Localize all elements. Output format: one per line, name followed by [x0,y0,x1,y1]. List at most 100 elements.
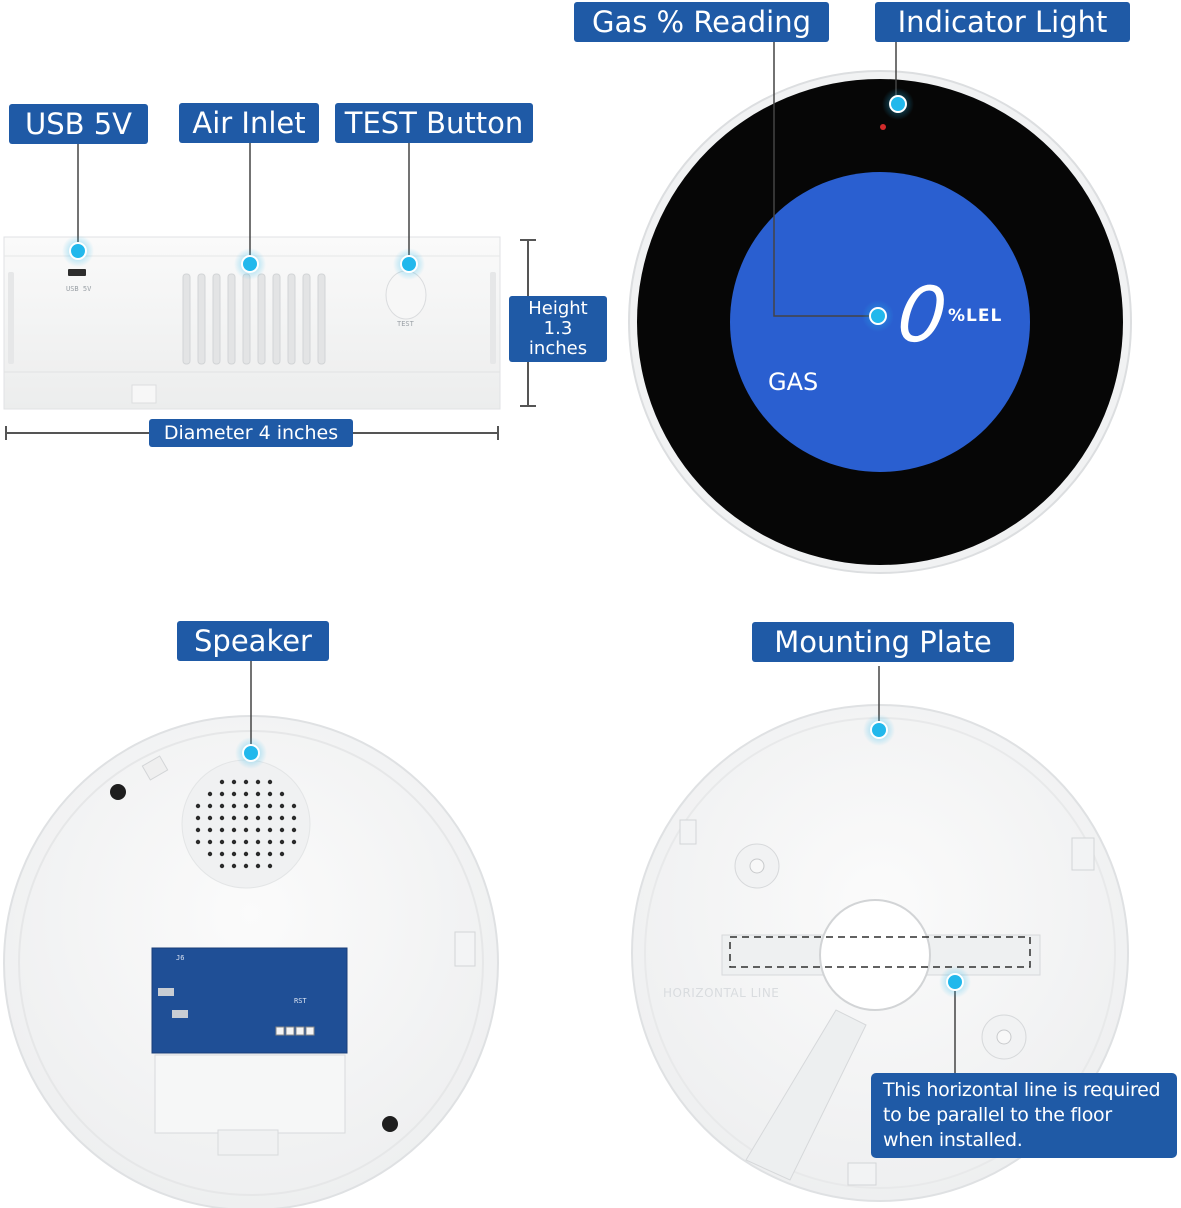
label-gas-reading: Gas % Reading [574,2,829,42]
speaker-hole [291,839,297,845]
speaker-holes [195,779,297,869]
speaker-hole [243,803,249,809]
mounting-plate-marker [870,721,888,739]
diameter-dimension-label: Diameter 4 inches [149,419,353,447]
label-usb-5v: USB 5V [9,104,148,144]
speaker-grille [181,759,311,889]
speaker-hole [207,803,213,809]
speaker-hole [207,791,213,797]
speaker-hole [231,839,237,845]
speaker-hole [243,863,249,869]
speaker-hole [219,815,225,821]
speaker-hole [231,863,237,869]
height-label-line2: 1.3 inches [528,318,588,359]
usb-marker [69,242,87,260]
label-speaker: Speaker [177,621,329,661]
air-inlet-marker [241,255,259,273]
air-inlet-vents [182,273,326,365]
speaker-hole [243,839,249,845]
label-test-button: TEST Button [335,103,533,143]
lcd-digit: 0 [893,270,952,359]
speaker-hole [219,779,225,785]
speaker-hole [279,851,285,857]
speaker-hole [279,803,285,809]
speaker-hole [267,851,273,857]
speaker-marker [242,744,260,762]
speaker-hole [243,815,249,821]
test-button-marker [400,255,418,273]
speaker-hole [207,839,213,845]
speaker-hole [267,839,273,845]
speaker-hole [279,839,285,845]
lcd-gas-label: GAS [768,368,819,396]
label-mounting-plate: Mounting Plate [752,622,1014,662]
speaker-hole [243,779,249,785]
speaker-hole [219,827,225,833]
speaker-hole [195,827,201,833]
speaker-hole [195,815,201,821]
speaker-hole [255,803,261,809]
speaker-hole [279,815,285,821]
horizontal-line-indicator [729,936,1031,968]
note-line-1: This horizontal line is required [883,1079,1161,1101]
speaker-hole [243,827,249,833]
speaker-hole [291,803,297,809]
speaker-hole [255,839,261,845]
speaker-hole [279,791,285,797]
speaker-hole [195,839,201,845]
speaker-hole [195,803,201,809]
indicator-led [880,124,886,130]
note-line-3: when installed. [883,1129,1023,1151]
note-line-2: to be parallel to the floor [883,1104,1112,1126]
lcd-unit: %LEL [948,306,1003,326]
speaker-hole [255,815,261,821]
speaker-hole [219,851,225,857]
circuit-board [151,947,348,1054]
speaker-hole [267,803,273,809]
speaker-hole [219,791,225,797]
height-label-line1: Height [528,298,588,319]
speaker-hole [207,815,213,821]
test-engraving: TEST [397,320,414,328]
speaker-hole [267,815,273,821]
gas-reading-marker [869,307,887,325]
callout-markers [62,88,971,998]
pcb-rst-label: RST [294,997,307,1005]
speaker-hole [243,851,249,857]
usb-port-icon [68,269,86,276]
label-indicator-light: Indicator Light [875,2,1130,42]
speaker-hole [219,863,225,869]
speaker-hole [255,791,261,797]
speaker-hole [231,815,237,821]
speaker-hole [231,779,237,785]
leader-lines [77,42,956,1073]
speaker-hole [231,803,237,809]
speaker-hole [267,779,273,785]
speaker-hole [291,815,297,821]
indicator-light-marker [889,95,907,113]
pcb-j6-label: J6 [176,954,185,962]
speaker-hole [219,839,225,845]
speaker-hole [255,779,261,785]
speaker-hole [219,803,225,809]
horizontal-line-engraving: HORIZONTAL LINE [663,986,780,1000]
speaker-hole [255,827,261,833]
horizontal-line-marker [946,973,964,991]
speaker-hole [255,851,261,857]
back-view-device [3,715,499,1208]
speaker-hole [279,827,285,833]
battery-compartment [154,1054,346,1134]
speaker-hole [267,791,273,797]
usb-engraving: USB 5V [66,285,92,293]
speaker-hole [207,851,213,857]
horizontal-line-note: This horizontal line is required to be p… [871,1073,1177,1158]
speaker-hole [231,791,237,797]
speaker-hole [231,851,237,857]
speaker-hole [207,827,213,833]
speaker-hole [267,863,273,869]
speaker-hole [255,863,261,869]
speaker-hole [231,827,237,833]
speaker-hole [243,791,249,797]
speaker-hole [267,827,273,833]
